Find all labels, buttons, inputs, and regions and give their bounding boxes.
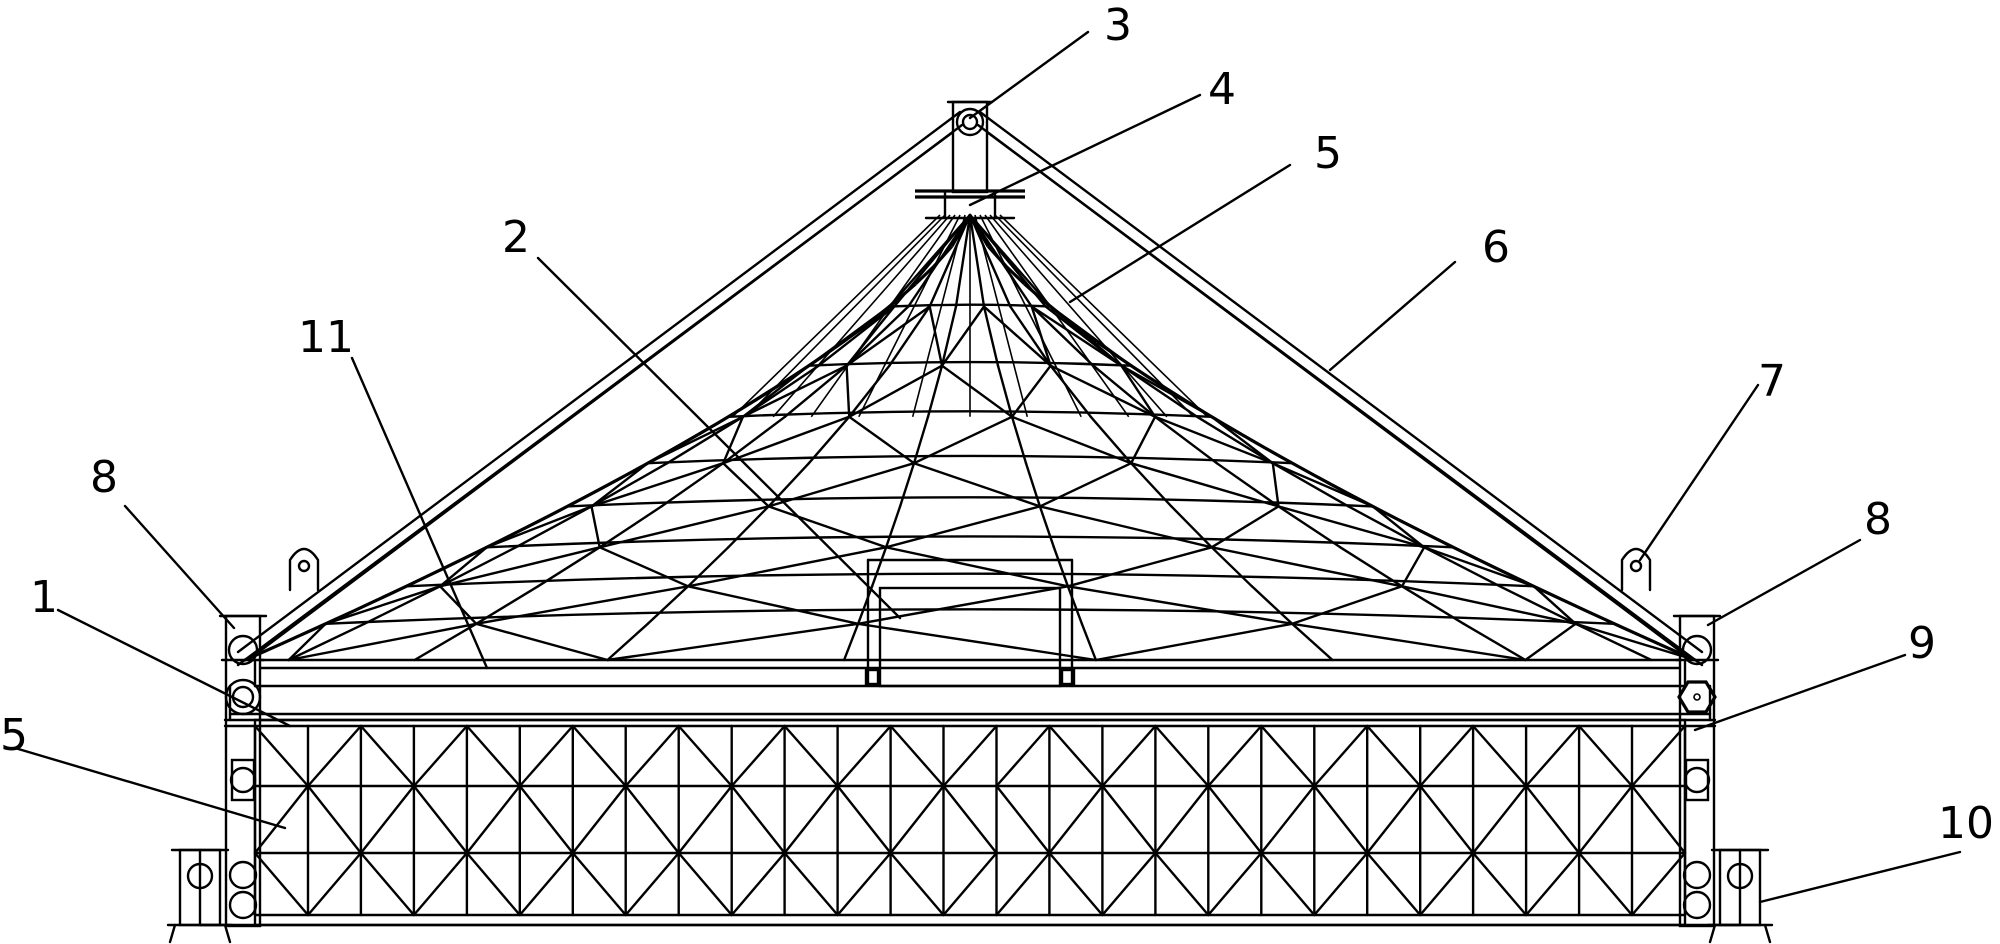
- inclined-struts: [236, 110, 1704, 667]
- label-5-top: 5: [1314, 128, 1342, 179]
- leader-lines: [13, 30, 1962, 904]
- label-5-left: 5: [0, 710, 28, 761]
- lattice-bracing: [253, 724, 1687, 917]
- part-labels: 3 4 5 6 2 11 7 8 8 1 9 5 10: [0, 0, 1994, 849]
- lower-truss-frame: [198, 718, 1742, 927]
- right-foot-support: [1706, 848, 1774, 944]
- label-7: 7: [1758, 356, 1786, 407]
- label-8-right: 8: [1864, 494, 1892, 545]
- label-8-left: 8: [90, 452, 118, 503]
- dome-lattice-shell: [243, 213, 1697, 662]
- label-6: 6: [1482, 222, 1510, 273]
- label-10: 10: [1938, 798, 1994, 849]
- label-11: 11: [298, 312, 354, 363]
- label-4: 4: [1208, 64, 1236, 115]
- left-foot-support: [166, 848, 234, 944]
- label-2: 2: [502, 212, 530, 263]
- label-3: 3: [1104, 0, 1132, 51]
- right-column: [1672, 614, 1722, 928]
- label-9: 9: [1908, 618, 1936, 669]
- label-1: 1: [30, 572, 58, 623]
- top-hub: [915, 100, 1025, 220]
